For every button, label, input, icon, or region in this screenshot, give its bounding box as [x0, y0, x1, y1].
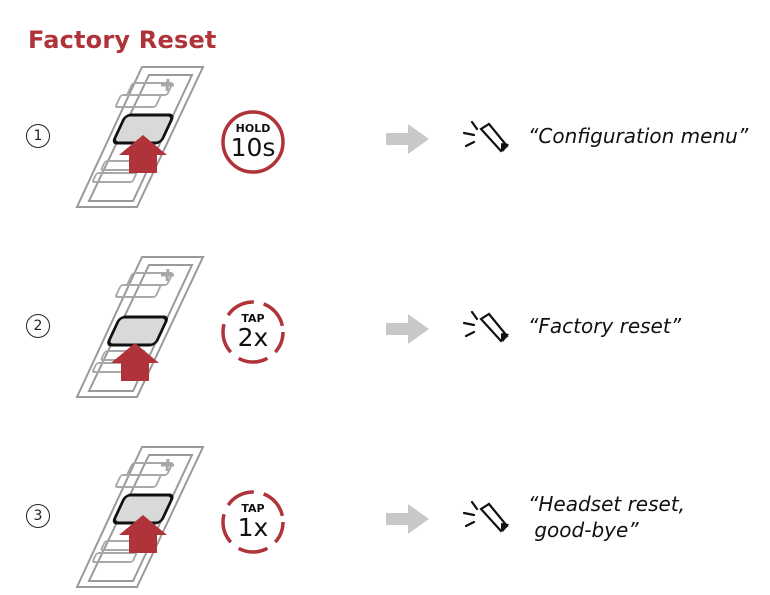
voice-prompt-line1: “Headset reset, [528, 492, 686, 516]
voice-prompt-line1: “Configuration menu” [528, 124, 749, 148]
badge-value: 1x [237, 513, 269, 542]
tap-badge-icon [221, 490, 285, 554]
tap-badge-icon [221, 300, 285, 364]
step-number: 3 [26, 504, 50, 528]
next-arrow-icon [386, 504, 429, 534]
speaker-icon [463, 120, 509, 153]
badge-action: TAP [241, 502, 265, 515]
voice-prompt-line1: “Factory reset” [528, 314, 682, 338]
press-arrow-icon [111, 343, 159, 381]
press-arrow-icon [119, 135, 167, 173]
device-icon [75, 256, 205, 398]
next-arrow-icon [386, 314, 429, 344]
badge-value: 10s [230, 133, 276, 162]
step-number: 2 [26, 314, 50, 338]
badge-action: TAP [241, 312, 265, 325]
step-2: 2 TAP 2x “Factory reset” [0, 255, 770, 405]
step-1: 1 HOLD 10s “Configuration menu” [0, 65, 770, 215]
device-icon [75, 66, 205, 208]
voice-prompt: “Configuration menu” [528, 123, 748, 149]
speaker-icon [463, 500, 509, 533]
step-number: 1 [26, 124, 50, 148]
press-arrow-icon [119, 515, 167, 553]
page-title: Factory Reset [28, 26, 217, 54]
speaker-icon [463, 310, 509, 343]
badge-action: HOLD [235, 122, 271, 135]
step-3: 3 TAP 1x “Headset reset, good-bye” [0, 445, 770, 595]
device-icon [75, 446, 205, 588]
voice-prompt: “Factory reset” [528, 313, 681, 339]
hold-badge-icon [221, 110, 285, 174]
badge-value: 2x [237, 323, 269, 352]
voice-prompt-line2: good-bye” [528, 518, 639, 542]
next-arrow-icon [386, 124, 429, 154]
voice-prompt: “Headset reset, good-bye” [528, 491, 685, 543]
